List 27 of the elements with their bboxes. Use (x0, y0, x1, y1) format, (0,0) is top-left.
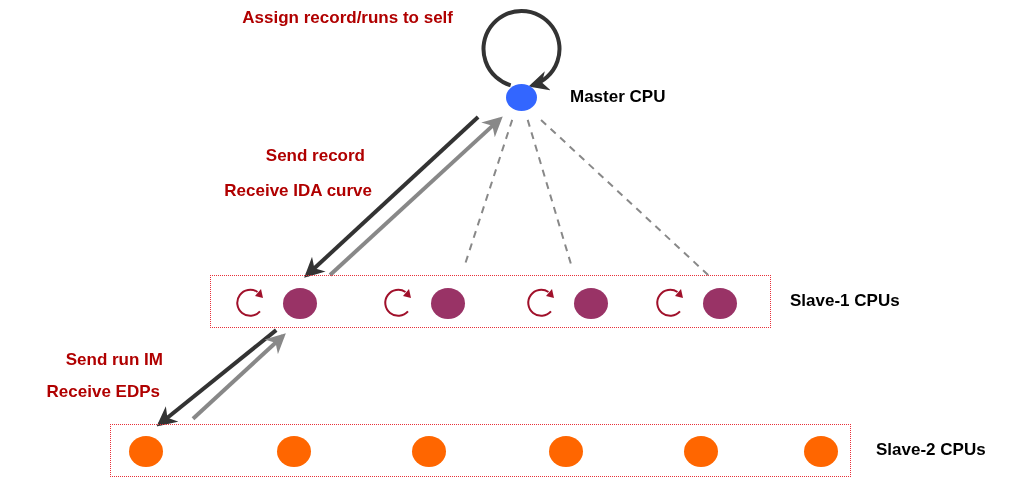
cpu-node-circle (549, 436, 583, 467)
edge-label: Receive IDA curve (223, 181, 372, 201)
edge-label: Send record (264, 146, 365, 166)
cpu-node-circle (129, 436, 163, 467)
dashed-line (540, 118, 710, 276)
edge-label: Send run IM (64, 350, 163, 370)
arrow (156, 328, 278, 427)
cpu-node-circle (277, 436, 311, 467)
arrow (304, 115, 480, 278)
arrow (328, 116, 503, 277)
cpu-node-circle (574, 288, 608, 319)
edge-label: Assign record/runs to self (241, 8, 453, 28)
cpu-node-circle (283, 288, 317, 319)
cpu-node-circle (684, 436, 718, 467)
cpu-node-circle (804, 436, 838, 467)
edge-label: Receive EDPs (45, 382, 160, 402)
node-caption: Slave-1 CPUs (790, 291, 900, 311)
cpu-group-box (210, 275, 771, 328)
cpu-node-circle (506, 84, 537, 111)
node-caption: Master CPU (570, 87, 666, 107)
cpu-node-circle (431, 288, 465, 319)
arrow (191, 333, 286, 421)
cpu-node-circle (412, 436, 446, 467)
loop-arrow (481, 9, 562, 90)
cpu-node-circle (703, 288, 737, 319)
cpu-group-box (110, 424, 851, 477)
node-caption: Slave-2 CPUs (876, 440, 986, 460)
